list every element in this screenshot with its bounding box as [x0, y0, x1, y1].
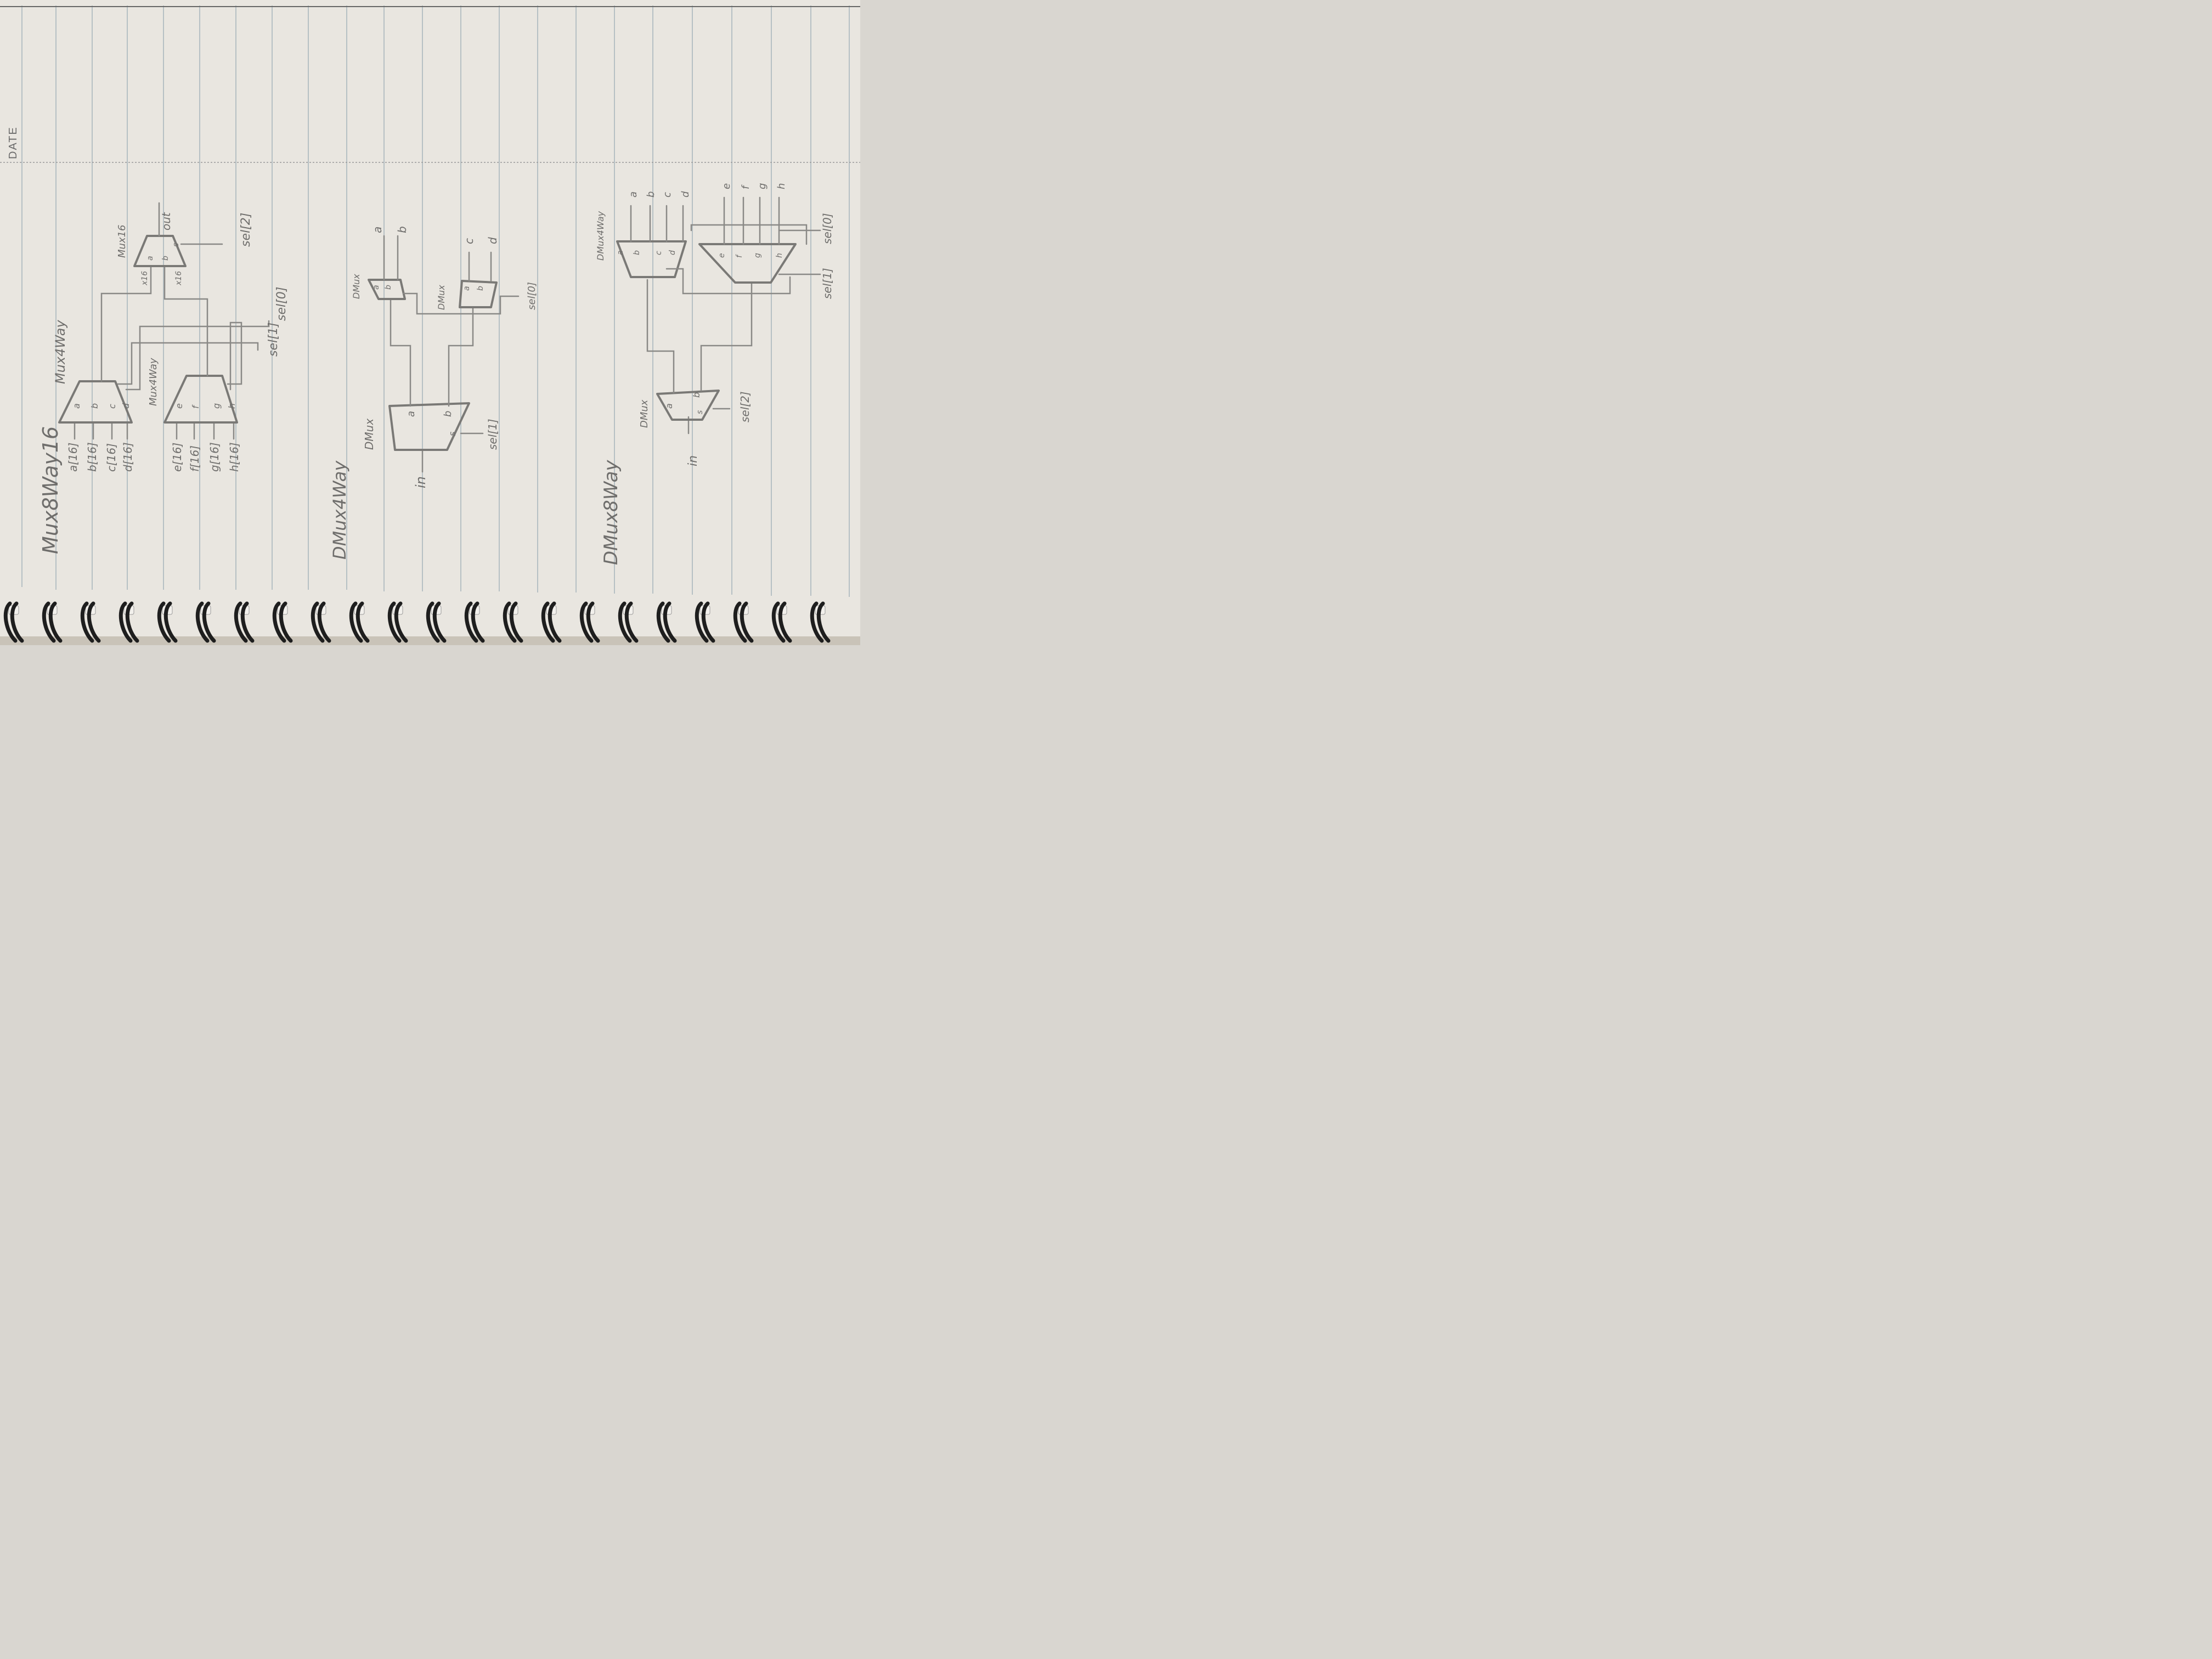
- svg-text:h: h: [227, 403, 237, 409]
- svg-text:g: g: [211, 403, 222, 409]
- svg-text:x16: x16: [174, 271, 183, 286]
- svg-text:a: a: [405, 411, 417, 417]
- mux8way16-title: Mux8Way16: [38, 426, 63, 554]
- mux8way16-out: out: [160, 212, 173, 230]
- input-h: h[16]: [228, 442, 241, 472]
- mux4way-bottom-label: Mux4Way: [148, 358, 159, 406]
- notebook-drawing: DATE Mux8Way16 a[16] b[16] c[16] d[16] e…: [0, 0, 860, 645]
- dmux4way-lower-label: DMux: [436, 285, 447, 310]
- mux4way-top-label: Mux4Way: [53, 319, 68, 384]
- dmux4way-input: in: [413, 476, 428, 488]
- svg-text:b: b: [89, 403, 100, 409]
- svg-text:b: b: [476, 286, 485, 291]
- svg-text:a: a: [664, 403, 674, 409]
- svg-text:d: d: [668, 250, 677, 255]
- svg-text:s: s: [447, 432, 458, 436]
- input-d: d[16]: [121, 442, 134, 472]
- paper-background: [0, 0, 860, 645]
- svg-text:a: a: [146, 256, 155, 261]
- dmux8way-title: DMux8Way: [600, 460, 622, 565]
- dmux4way-sel1: sel[1]: [486, 419, 499, 450]
- dmux8way-input: in: [686, 455, 700, 466]
- input-f: f[16]: [188, 445, 201, 472]
- svg-text:b: b: [633, 250, 641, 255]
- svg-text:a: a: [371, 227, 384, 233]
- dmux8way-sel2: sel[2]: [738, 391, 752, 422]
- svg-text:a: a: [372, 285, 381, 290]
- svg-text:c: c: [462, 238, 476, 244]
- svg-text:c: c: [662, 192, 673, 198]
- input-c: c[16]: [105, 443, 118, 472]
- svg-text:g: g: [753, 253, 762, 258]
- dmux8way-sel1: sel[1]: [821, 268, 834, 299]
- notebook-page-photo: DATE Mux8Way16 a[16] b[16] c[16] d[16] e…: [0, 0, 860, 645]
- dmux4way-sel0: sel[0]: [526, 282, 538, 310]
- dmux8way-first-label: DMux: [639, 399, 650, 428]
- svg-text:e: e: [174, 403, 184, 409]
- svg-text:e: e: [721, 183, 732, 189]
- input-g: g[16]: [208, 442, 221, 472]
- svg-text:h: h: [776, 183, 787, 189]
- svg-text:a: a: [628, 191, 639, 198]
- svg-text:d: d: [121, 403, 131, 409]
- svg-text:h: h: [775, 253, 784, 258]
- svg-text:b: b: [691, 392, 702, 398]
- svg-text:a: a: [462, 286, 471, 291]
- svg-text:d: d: [680, 191, 691, 198]
- svg-text:a: a: [616, 250, 625, 255]
- mux8way16-sel1: sel[1]: [267, 323, 280, 357]
- svg-text:x16: x16: [140, 271, 149, 286]
- dmux4way-upper-label: DMux: [351, 274, 362, 299]
- svg-text:b: b: [442, 411, 454, 417]
- mux16-label: Mux16: [116, 225, 128, 258]
- svg-text:s: s: [172, 243, 180, 247]
- dmux4way-first-label: DMux: [363, 419, 376, 450]
- input-b: b[16]: [86, 442, 99, 472]
- svg-text:c: c: [654, 251, 663, 255]
- dmux4way-title: DMux4Way: [329, 460, 350, 560]
- svg-text:b: b: [645, 191, 657, 198]
- svg-text:c: c: [107, 404, 117, 409]
- svg-text:e: e: [718, 253, 726, 258]
- svg-text:b: b: [161, 256, 170, 261]
- mux8way16-sel0: sel[0]: [275, 287, 289, 321]
- svg-text:b: b: [384, 285, 393, 290]
- svg-text:a: a: [71, 403, 82, 409]
- svg-text:b: b: [396, 226, 409, 233]
- svg-text:s: s: [696, 410, 704, 414]
- mux8way16-sel2: sel[2]: [239, 213, 253, 247]
- date-label: DATE: [7, 126, 19, 159]
- svg-text:g: g: [757, 183, 768, 189]
- input-e: e[16]: [171, 443, 184, 472]
- dmux8way-sel0: sel[0]: [821, 213, 834, 244]
- svg-text:d: d: [486, 237, 499, 244]
- input-a: a[16]: [66, 443, 80, 472]
- dmux8way-upper-label: DMux4Way: [595, 211, 606, 261]
